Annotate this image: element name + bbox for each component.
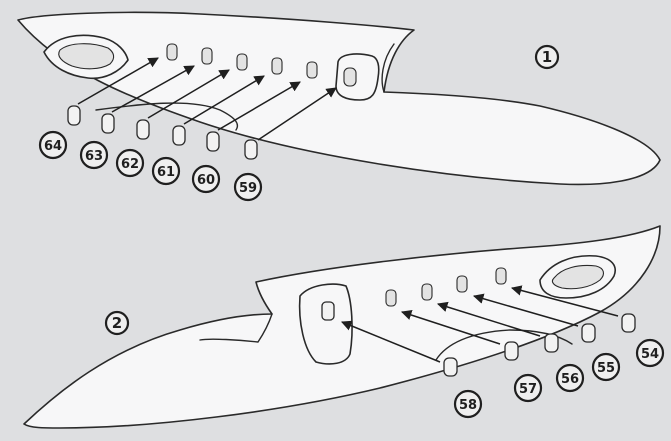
panel-1-door-frame [335,53,380,101]
callout-54-label: 54 [641,347,659,362]
panel-1-back-windows [166,43,357,87]
panel-1-number-badge: 1 [534,44,560,70]
panel-1-window-back-2 [201,47,213,65]
panel-1-window-part-63 [101,113,115,134]
panel-2-back-windows [385,267,507,307]
panel-2-window-parts [443,313,636,377]
panel-2-window-back-2 [421,283,433,301]
panel-2-window-back-1 [385,289,397,307]
callout-62-label: 62 [121,157,139,172]
panel-1-number: 1 [542,48,552,66]
panel-2-arrow-54 [510,285,619,317]
panel-2-window-part-54 [621,313,636,333]
panel-1-window-back-3 [236,53,248,71]
callout-58: 58 [453,389,483,419]
panel-1-arrows [77,57,337,141]
panel-1-window-parts [67,105,258,160]
callout-63-label: 63 [85,149,103,164]
panel-1-window-part-61 [172,125,186,146]
panel-1-window-part-60 [206,131,220,152]
panel-2-callouts: 58 57 56 55 54 [453,338,665,419]
callout-57: 57 [513,373,543,403]
callout-54: 54 [635,338,665,368]
panel-1-arrow-62 [147,69,230,119]
callout-60: 60 [191,164,221,194]
callout-64: 64 [38,130,68,160]
panel-1-callouts: 64 63 62 61 60 59 [38,130,263,202]
panel-2-fin-fairing [199,313,273,343]
callout-59: 59 [233,172,263,202]
callout-61: 61 [151,156,181,186]
callout-57-label: 57 [519,382,537,397]
panel-1-fuselage-outline [17,11,661,186]
panel-2-number-badge: 2 [104,310,130,336]
callout-58-label: 58 [459,398,477,413]
panel-1-arrow-61 [183,75,265,125]
panel-2-window-part-57 [504,341,519,361]
panel-2-window-part-55 [581,323,596,343]
panel-1-cockpit-window [58,43,115,70]
panel-2-number: 2 [112,314,122,332]
panel-2-cockpit-window [551,264,605,290]
panel-2-arrow-56 [436,301,541,337]
callout-59-label: 59 [239,181,257,196]
panel-1-window-back-4 [271,57,283,75]
panel-1-arrow-59 [257,87,337,141]
panel-2-window-back-4 [495,267,507,285]
panel-2-door-window [321,301,335,321]
panel-2-window-part-56 [544,333,559,353]
panel-1-fuselage-part [17,11,661,186]
panel-1-window-back-5 [306,61,318,79]
panel-1-arrow-63 [111,65,195,113]
panel-1-window-part-59 [244,139,258,160]
panel-2-window-part-58 [443,357,458,377]
callout-62: 62 [115,148,145,178]
callout-55: 55 [591,352,621,382]
callout-60-label: 60 [197,173,215,188]
panel-1-arrow-60 [217,81,301,131]
panel-1-arrow-64 [77,57,159,105]
panel-2-window-back-3 [456,275,468,293]
panel-2-arrows [341,285,619,363]
callout-61-label: 61 [157,165,175,180]
panel-1-window-part-64 [67,105,81,126]
callout-63: 63 [79,140,109,170]
callout-64-label: 64 [44,139,62,154]
callout-56: 56 [555,363,585,393]
callout-56-label: 56 [561,372,579,387]
panel-1-window-back-1 [166,43,178,61]
panel-2-arrow-57 [401,309,501,345]
panel-2-arrow-55 [472,293,579,327]
panel-2-door-frame [298,283,353,365]
panel-1-fin-fairing [381,43,395,93]
callout-55-label: 55 [597,361,615,376]
panel-1-window-back-6 [343,67,357,87]
panel-2-arrow-58 [341,320,441,363]
panel-1-window-part-62 [136,119,150,140]
